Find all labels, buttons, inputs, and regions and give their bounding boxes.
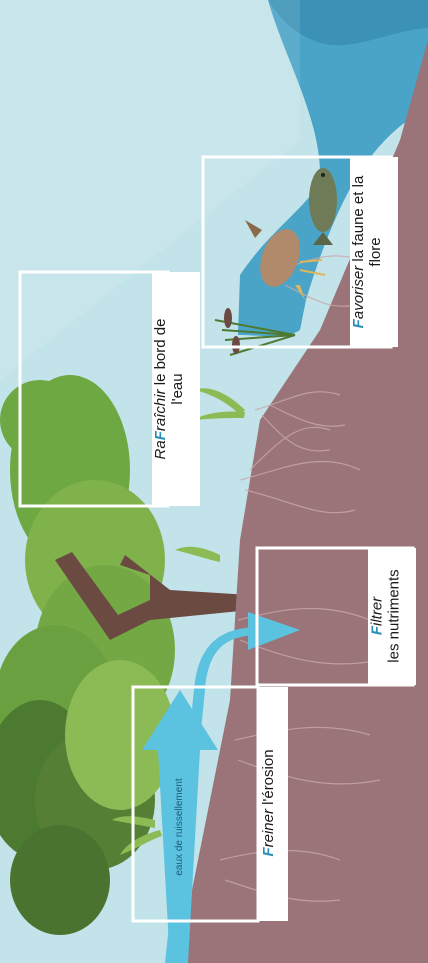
label-rafraichir-mid: raîchir: [152, 389, 169, 431]
label-filtrer-line2: les nutriments: [386, 548, 403, 685]
label-favoriser-line2: flore: [368, 157, 385, 347]
label-favoriser-hl: F: [350, 319, 367, 328]
label-filtrer: Filtrer les nutriments: [370, 548, 416, 685]
label-filtrer-mid: iltrer: [369, 597, 386, 626]
label-rafraichir-line2: l'eau: [170, 272, 187, 506]
label-freiner: Freiner l'érosion: [261, 686, 285, 920]
label-rafraichir-hl: F: [152, 431, 169, 440]
label-rafraichir-pre: Ra: [152, 440, 169, 459]
label-favoriser: Favoriser la faune et la flore: [351, 157, 397, 347]
label-favoriser-mid: avoriser: [350, 266, 367, 319]
label-filtrer-hl: F: [369, 626, 386, 635]
label-freiner-hl: F: [260, 847, 277, 856]
reed-cattail: [232, 336, 240, 354]
label-rafraichir: RaFraîchir le bord de l'eau: [153, 272, 199, 506]
label-freiner-mid: reiner: [260, 809, 277, 847]
label-runoff: eaux de ruissellement: [174, 767, 188, 887]
label-rafraichir-rest: le bord de: [152, 319, 169, 390]
label-favoriser-rest: la faune et la: [350, 176, 367, 266]
reed-cattail: [224, 308, 232, 328]
label-freiner-rest: l'érosion: [260, 749, 277, 809]
